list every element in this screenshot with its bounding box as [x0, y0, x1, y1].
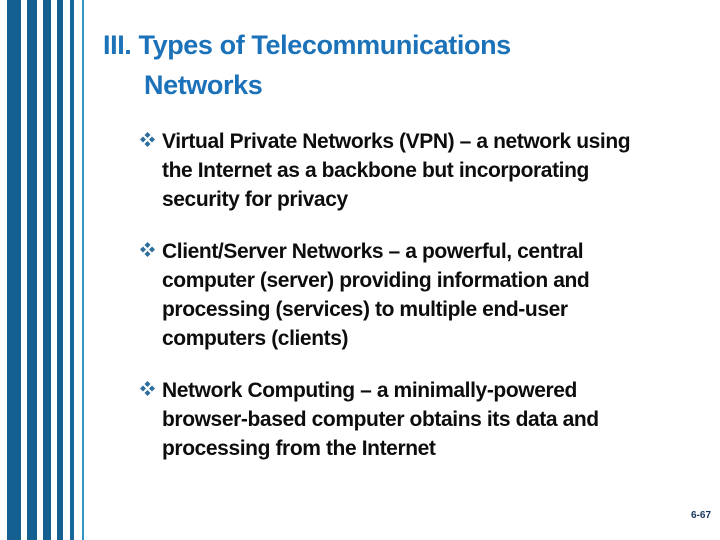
- bullet-list: Virtual Private Networks (VPN) – a netwo…: [140, 127, 710, 463]
- bullet-text: Virtual Private Networks (VPN) – a netwo…: [162, 130, 631, 211]
- stripe: [70, 0, 74, 540]
- slide-title: III. Types of Telecommunications Network…: [103, 25, 511, 105]
- four-diamonds-bullet-icon: [140, 242, 162, 257]
- four-diamonds-bullet-icon: [140, 381, 162, 396]
- stripe: [57, 0, 63, 540]
- stripe-decoration: [0, 0, 95, 540]
- stripe: [82, 0, 84, 540]
- stripe: [43, 0, 51, 540]
- title-line-2: Networks: [144, 70, 263, 100]
- four-diamonds-bullet-icon: [140, 132, 162, 147]
- stripe: [27, 0, 37, 540]
- title-line-1: III. Types of Telecommunications: [103, 30, 511, 60]
- stripe: [7, 0, 21, 540]
- list-item: Virtual Private Networks (VPN) – a netwo…: [140, 127, 710, 214]
- list-item: Network Computing – a minimally-powered …: [140, 376, 710, 463]
- bullet-text: Client/Server Networks – a powerful, cen…: [162, 240, 590, 350]
- list-item: Client/Server Networks – a powerful, cen…: [140, 237, 710, 353]
- page-number: 6-67: [690, 510, 711, 521]
- bullet-text: Network Computing – a minimally-powered …: [162, 379, 599, 460]
